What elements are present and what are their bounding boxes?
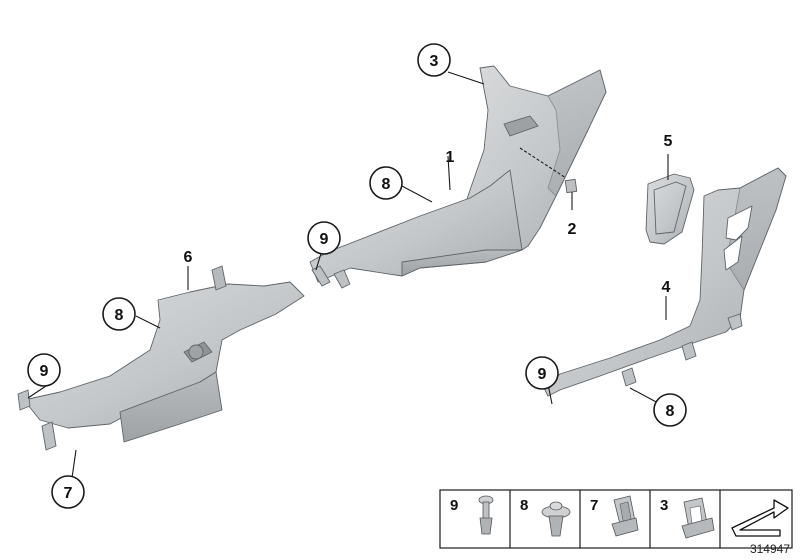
svg-text:7: 7 [64,485,73,502]
legend-item-3: 3 [660,497,715,539]
svg-text:9: 9 [40,363,49,380]
svg-text:4: 4 [662,279,671,296]
svg-text:8: 8 [520,497,528,514]
svg-text:6: 6 [184,249,193,266]
cover-part [645,173,695,245]
svg-text:7: 7 [590,497,598,514]
svg-text:1: 1 [446,149,455,166]
callout-1: 1 [446,149,455,166]
svg-text:5: 5 [664,133,673,150]
svg-text:9: 9 [320,231,329,248]
push-pin-icon [478,495,494,535]
svg-text:3: 3 [660,497,668,514]
svg-text:8: 8 [666,403,675,420]
svg-text:9: 9 [538,366,547,383]
sill-trim-front-part [309,65,607,289]
callout-8a: 8 [369,166,403,200]
svg-text:9: 9 [450,497,458,514]
legend-item-8: 8 [520,497,571,537]
legend-item-7: 7 [590,495,639,537]
svg-text:2: 2 [568,221,577,238]
callout-3: 3 [417,43,451,77]
sill-trim-rear-part [543,167,787,397]
svg-text:3: 3 [430,53,439,70]
callout-6: 6 [184,249,193,266]
expanding-rivet-icon [541,501,571,537]
spring-clip-icon [681,497,715,539]
clip-nut-icon [611,495,639,537]
sill-trim-rear-door-part [17,265,305,451]
direction-arrow-icon [731,499,789,537]
callout-8b: 8 [102,297,136,331]
legend-item-9: 9 [450,495,494,535]
fastener-legend: 9 8 7 3 [439,489,793,549]
svg-text:8: 8 [382,176,391,193]
diagram-number: 314947 [749,542,790,556]
callout-7: 7 [51,475,85,509]
callout-9a: 9 [307,221,341,255]
svg-text:8: 8 [115,307,124,324]
callout-5: 5 [664,133,673,150]
callout-8c: 8 [653,393,687,427]
callout-9c: 9 [525,356,559,390]
callout-9b: 9 [27,353,61,387]
callout-2: 2 [568,221,577,238]
callout-4: 4 [662,279,671,296]
